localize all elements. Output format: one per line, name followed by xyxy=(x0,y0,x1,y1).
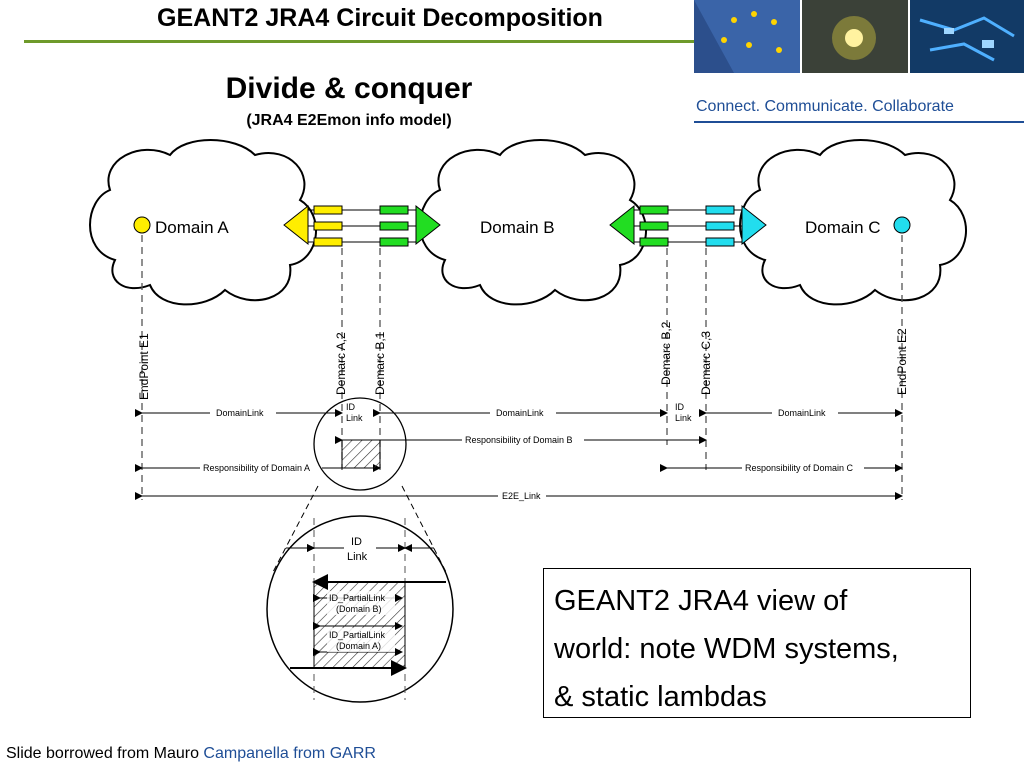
id-link-hatch-small xyxy=(341,439,381,469)
circuit-diagram: Domain A Domain B Domain C En xyxy=(89,139,967,703)
zoom-circle-small xyxy=(313,397,407,491)
link-b-c xyxy=(609,204,767,247)
demarcation-lines xyxy=(141,235,903,500)
e2e-label: E2E_Link xyxy=(502,491,541,501)
resp-c-label: Responsibility of Domain C xyxy=(745,463,854,473)
resp-b-label: Responsibility of Domain B xyxy=(465,435,573,445)
note-box: GEANT2 JRA4 view of world: note WDM syst… xyxy=(543,568,971,718)
banner-image xyxy=(694,0,1024,73)
demarc-c3-label: Demarc C,3 xyxy=(699,331,713,395)
subtitle: Divide & conquer xyxy=(225,72,473,105)
domain-a-cloud xyxy=(89,139,317,306)
domain-b-label: Domain B xyxy=(480,218,555,237)
tagline-rule xyxy=(694,121,1024,123)
credit-prefix: Slide borrowed from Mauro xyxy=(6,745,204,762)
domain-b-cloud xyxy=(419,139,647,306)
note-line-3: & static lambdas xyxy=(554,681,767,713)
tagline: Connect. Communicate. Collaborate xyxy=(696,98,954,115)
partial-a-label: ID_PartialLink xyxy=(329,630,386,640)
note-line-1: GEANT2 JRA4 view of xyxy=(554,585,848,617)
link-a-b xyxy=(283,204,441,247)
resp-a-label: Responsibility of Domain A xyxy=(203,463,310,473)
id-link-a-b-label-2: Link xyxy=(346,413,363,423)
endpoint-e2-marker xyxy=(893,216,911,234)
zoom-connector-left xyxy=(272,485,319,573)
partial-b-label: ID_PartialLink xyxy=(329,593,386,603)
endpoint-e1-label: EndPoint E1 xyxy=(137,333,151,400)
domainlink-b-label: DomainLink xyxy=(496,408,544,418)
partial-b-domain: (Domain B) xyxy=(336,604,382,614)
domainlink-c-label: DomainLink xyxy=(778,408,826,418)
demarc-a2-label: Demarc A,2 xyxy=(334,332,348,395)
zoom-id-label: ID xyxy=(351,536,362,548)
domain-c-label: Domain C xyxy=(805,218,881,237)
note-line-2: world: note WDM systems, xyxy=(554,633,899,665)
title-underline xyxy=(24,40,694,43)
endpoint-e2-label: EndPoint E2 xyxy=(895,328,909,395)
domain-a-label: Domain A xyxy=(155,218,229,237)
domainlink-a-label: DomainLink xyxy=(216,408,264,418)
zoom-link-label: Link xyxy=(347,551,368,563)
id-link-b-c-label: ID xyxy=(675,402,685,412)
subtitle-detail: (JRA4 E2Emon info model) xyxy=(246,112,452,129)
endpoint-e1-marker xyxy=(133,216,151,234)
demarc-b2-label: Demarc B,2 xyxy=(659,321,673,385)
demarc-b1-label: Demarc B,1 xyxy=(373,331,387,395)
credit-line: Slide borrowed from Mauro Campanella fro… xyxy=(6,745,376,763)
partial-a-domain: (Domain A) xyxy=(336,641,381,651)
domain-c-cloud xyxy=(739,139,967,306)
id-link-a-b-label: ID xyxy=(346,402,356,412)
zoom-connector-right xyxy=(401,485,447,573)
credit-link[interactable]: Campanella from GARR xyxy=(203,745,376,762)
id-link-b-c-label-2: Link xyxy=(675,413,692,423)
slide-title: GEANT2 JRA4 Circuit Decomposition xyxy=(157,4,603,32)
